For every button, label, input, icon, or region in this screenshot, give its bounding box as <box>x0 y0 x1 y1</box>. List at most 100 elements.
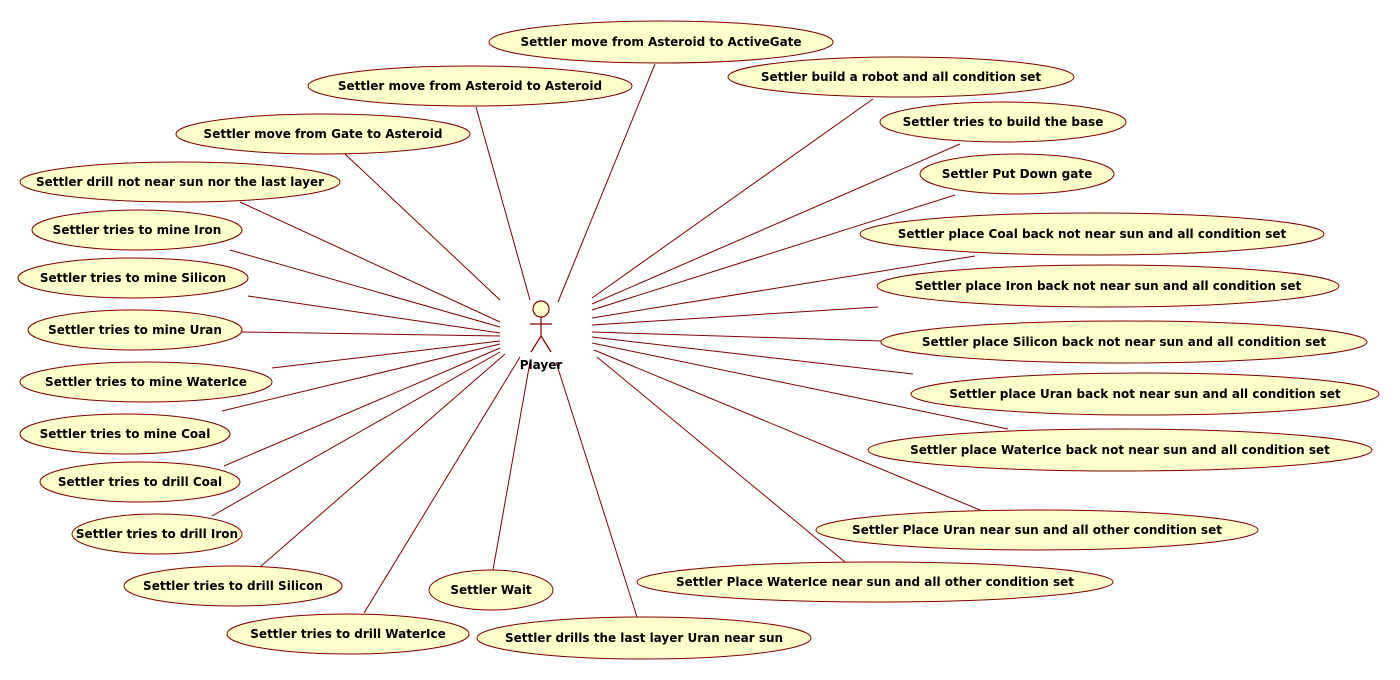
use-case-label: Settler place Uran back not near sun and… <box>949 387 1341 401</box>
use-case-ellipse <box>476 616 812 660</box>
use-case-ellipse <box>428 569 554 611</box>
use-case-ellipse <box>226 613 470 655</box>
use-case-label: Settler Place WaterIce near sun and all … <box>676 575 1074 589</box>
use-case-uc16[interactable]: Settler Place WaterIce near sun and all … <box>636 561 1114 603</box>
use-case-label: Settler tries to mine WaterIce <box>45 375 247 389</box>
use-case-label: Settler tries to mine Iron <box>53 223 222 237</box>
actor-left-leg <box>530 335 542 353</box>
use-case-label: Settler tries to drill Coal <box>58 475 222 489</box>
actor-label: Player <box>520 358 563 372</box>
association-line <box>221 343 501 412</box>
association-line <box>591 255 976 319</box>
use-case-label: Settler move from Asteroid to Asteroid <box>338 79 602 93</box>
use-case-uc22[interactable]: Settler place Coal back not near sun and… <box>859 212 1325 256</box>
use-case-label: Settler Wait <box>450 583 532 597</box>
use-case-label: Settler tries to drill Iron <box>76 527 238 541</box>
use-case-label: Settler tries to drill WaterIce <box>250 627 445 641</box>
association-line <box>271 340 501 369</box>
association-line <box>591 194 956 311</box>
association-line <box>344 153 501 301</box>
use-case-ellipse <box>19 361 273 403</box>
use-case-label: Settler place WaterIce back not near sun… <box>910 443 1330 457</box>
use-case-uc5[interactable]: Settler tries to mine Iron <box>31 209 243 251</box>
association-line <box>475 106 531 301</box>
association-line <box>241 331 501 337</box>
use-cases: Settler move from Asteroid to ActiveGate… <box>17 20 1380 660</box>
use-case-ellipse <box>39 461 241 503</box>
use-case-label: Settler Place Uran near sun and all othe… <box>852 523 1222 537</box>
use-case-ellipse <box>488 20 834 64</box>
association-line <box>239 201 501 323</box>
use-case-uc10[interactable]: Settler tries to drill Coal <box>39 461 241 503</box>
use-case-ellipse <box>307 65 633 107</box>
use-case-ellipse <box>867 428 1373 472</box>
association-line <box>259 353 506 568</box>
actor-head-icon <box>532 300 550 318</box>
association-line <box>492 361 531 571</box>
use-case-uc24[interactable]: Settler tries to build the base <box>879 101 1127 143</box>
actor-right-leg <box>540 335 552 353</box>
use-case-ellipse <box>123 565 343 607</box>
use-case-ellipse <box>815 509 1259 551</box>
use-case-uc17[interactable]: Settler Place Uran near sun and all othe… <box>815 509 1259 551</box>
use-case-uc23[interactable]: Settler Put Down gate <box>919 153 1115 195</box>
use-case-uc21[interactable]: Settler place Iron back not near sun and… <box>876 264 1340 308</box>
use-case-uc14[interactable]: Settler Wait <box>428 569 554 611</box>
use-case-uc7[interactable]: Settler tries to mine Uran <box>27 309 243 351</box>
use-case-label: Settler drill not near sun nor the last … <box>36 175 324 189</box>
use-case-uc18[interactable]: Settler place WaterIce back not near sun… <box>867 428 1373 472</box>
use-case-uc20[interactable]: Settler place Silicon back not near sun … <box>880 320 1368 364</box>
use-case-uc1[interactable]: Settler move from Asteroid to ActiveGate <box>488 20 834 64</box>
use-case-label: Settler place Coal back not near sun and… <box>898 227 1287 241</box>
use-case-ellipse <box>19 161 341 203</box>
association-line <box>591 98 874 299</box>
use-case-ellipse <box>71 513 243 555</box>
use-case-ellipse <box>727 56 1075 98</box>
actor-player[interactable]: Player <box>520 300 563 372</box>
association-line <box>591 143 961 305</box>
use-case-uc12[interactable]: Settler tries to drill Silicon <box>123 565 343 607</box>
use-case-ellipse <box>919 153 1115 195</box>
use-case-uc4[interactable]: Settler drill not near sun nor the last … <box>19 161 341 203</box>
association-line <box>596 356 846 563</box>
association-line <box>223 347 501 467</box>
use-case-uc3[interactable]: Settler move from Gate to Asteroid <box>175 113 471 155</box>
association-line <box>591 336 914 375</box>
use-case-label: Settler move from Asteroid to ActiveGate <box>520 35 801 49</box>
use-case-ellipse <box>880 320 1368 364</box>
use-case-ellipse <box>17 257 249 299</box>
use-case-label: Settler Put Down gate <box>942 167 1092 181</box>
use-case-ellipse <box>910 372 1380 416</box>
use-case-ellipse <box>859 212 1325 256</box>
use-case-label: Settler build a robot and all condition … <box>761 70 1042 84</box>
association-line <box>593 349 981 511</box>
use-case-label: Settler tries to drill Silicon <box>143 579 323 593</box>
use-case-uc19[interactable]: Settler place Uran back not near sun and… <box>910 372 1380 416</box>
association-line <box>557 63 656 303</box>
association-line <box>555 361 638 618</box>
use-case-ellipse <box>636 561 1114 603</box>
associations <box>211 63 1009 618</box>
association-line <box>591 342 1009 430</box>
use-case-uc13[interactable]: Settler tries to drill WaterIce <box>226 613 470 655</box>
association-line <box>247 295 501 334</box>
use-case-uc9[interactable]: Settler tries to mine Coal <box>19 413 231 455</box>
association-line <box>591 306 879 326</box>
use-case-label: Settler tries to mine Silicon <box>40 271 226 285</box>
use-case-ellipse <box>876 264 1340 308</box>
use-case-label: Settler drills the last layer Uran near … <box>505 631 783 645</box>
use-case-uc8[interactable]: Settler tries to mine WaterIce <box>19 361 273 403</box>
association-line <box>211 351 501 517</box>
use-case-uc11[interactable]: Settler tries to drill Iron <box>71 513 243 555</box>
use-case-ellipse <box>27 309 243 351</box>
use-case-label: Settler tries to build the base <box>903 115 1104 129</box>
association-line <box>363 356 521 614</box>
association-line <box>591 331 882 342</box>
use-case-uc25[interactable]: Settler build a robot and all condition … <box>727 56 1075 98</box>
use-case-uc6[interactable]: Settler tries to mine Silicon <box>17 257 249 299</box>
use-case-label: Settler place Silicon back not near sun … <box>922 335 1326 349</box>
association-line <box>229 249 501 328</box>
use-case-uc15[interactable]: Settler drills the last layer Uran near … <box>476 616 812 660</box>
use-case-uc2[interactable]: Settler move from Asteroid to Asteroid <box>307 65 633 107</box>
